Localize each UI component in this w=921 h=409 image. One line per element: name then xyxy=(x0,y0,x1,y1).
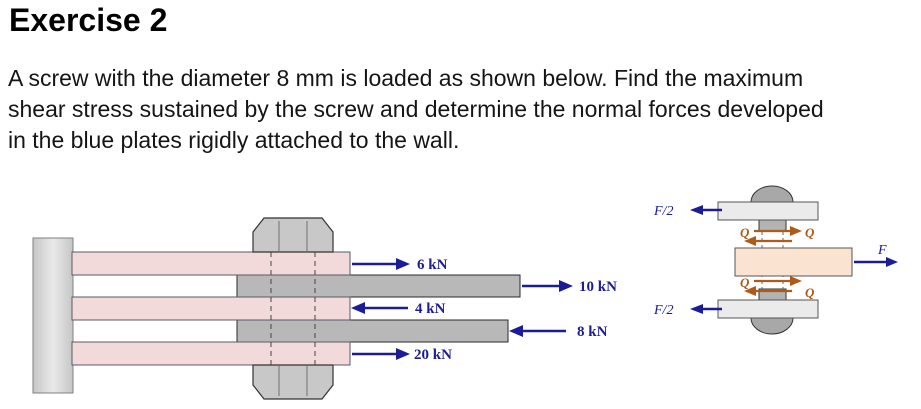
force-label: 4 kN xyxy=(415,301,446,317)
page-title: Exercise 2 xyxy=(9,2,168,38)
bolt-head xyxy=(252,217,334,253)
force-f: F xyxy=(854,243,898,267)
arrowhead xyxy=(396,348,410,360)
arrowhead xyxy=(509,325,523,337)
pink-plate-bottom xyxy=(71,341,351,366)
arrowhead xyxy=(886,257,898,267)
arrowhead xyxy=(351,302,365,314)
force-6kN: 6 kN xyxy=(352,257,448,273)
shear-couple-bottom: Q Q xyxy=(740,275,815,300)
shear-couple-top: Q Q xyxy=(740,225,815,246)
force-10kN: 10 kN xyxy=(522,279,617,295)
arrowhead xyxy=(690,304,703,314)
force-20kN: 20 kN xyxy=(352,347,452,363)
force-label: 20 kN xyxy=(414,347,452,363)
problem-line-3: in the blue plates rigidly attached to t… xyxy=(8,127,460,153)
arrowhead xyxy=(790,226,802,236)
force-8kN: 8 kN xyxy=(509,324,608,340)
force-label: 10 kN xyxy=(579,279,617,295)
arrowhead xyxy=(396,258,410,270)
arrowhead xyxy=(690,205,703,215)
plate-stack xyxy=(71,251,521,366)
problem-statement: A screw with the diameter 8 mm is loaded… xyxy=(8,63,824,156)
problem-line-2: shear stress sustained by the screw and … xyxy=(8,96,824,122)
pink-plate-middle xyxy=(71,296,351,321)
force-label: F/2 xyxy=(653,204,673,219)
gray-plate-upper xyxy=(236,274,521,298)
fbd-top-plate xyxy=(717,201,819,221)
shear-label: Q xyxy=(740,275,750,290)
problem-line-1: A screw with the diameter 8 mm is loaded… xyxy=(8,65,804,91)
bolt-nut-profile xyxy=(750,317,794,335)
wall xyxy=(32,237,74,394)
shear-label: Q xyxy=(805,225,815,240)
bolt-shank-upper xyxy=(758,219,787,232)
bolt-head-profile xyxy=(750,185,794,203)
force-label: F/2 xyxy=(653,303,673,318)
free-body-diagram: F/2 Q Q F Q Q F/2 xyxy=(653,185,898,335)
bolt-shank-hidden-lines xyxy=(270,252,316,365)
gray-plate-lower xyxy=(236,319,509,343)
bolted-joint-diagram: 6 kN 10 kN 4 kN 8 kN 20 kN xyxy=(32,217,617,400)
arrowhead xyxy=(559,280,573,292)
fbd-middle-plate xyxy=(734,247,853,277)
arrowhead xyxy=(744,286,756,296)
force-label: 8 kN xyxy=(577,324,608,340)
force-label: 6 kN xyxy=(417,257,448,273)
arrowhead xyxy=(790,276,802,286)
force-label: F xyxy=(877,243,887,258)
shear-label: Q xyxy=(805,285,815,300)
arrowhead xyxy=(744,236,756,246)
force-4kN: 4 kN xyxy=(351,301,446,317)
bolt-nut xyxy=(252,364,334,400)
shear-label: Q xyxy=(740,225,750,240)
fbd-bottom-plate xyxy=(717,299,819,319)
force-f-half-top: F/2 xyxy=(653,204,722,219)
pink-plate-top xyxy=(71,251,351,276)
force-f-half-bottom: F/2 xyxy=(653,303,722,318)
